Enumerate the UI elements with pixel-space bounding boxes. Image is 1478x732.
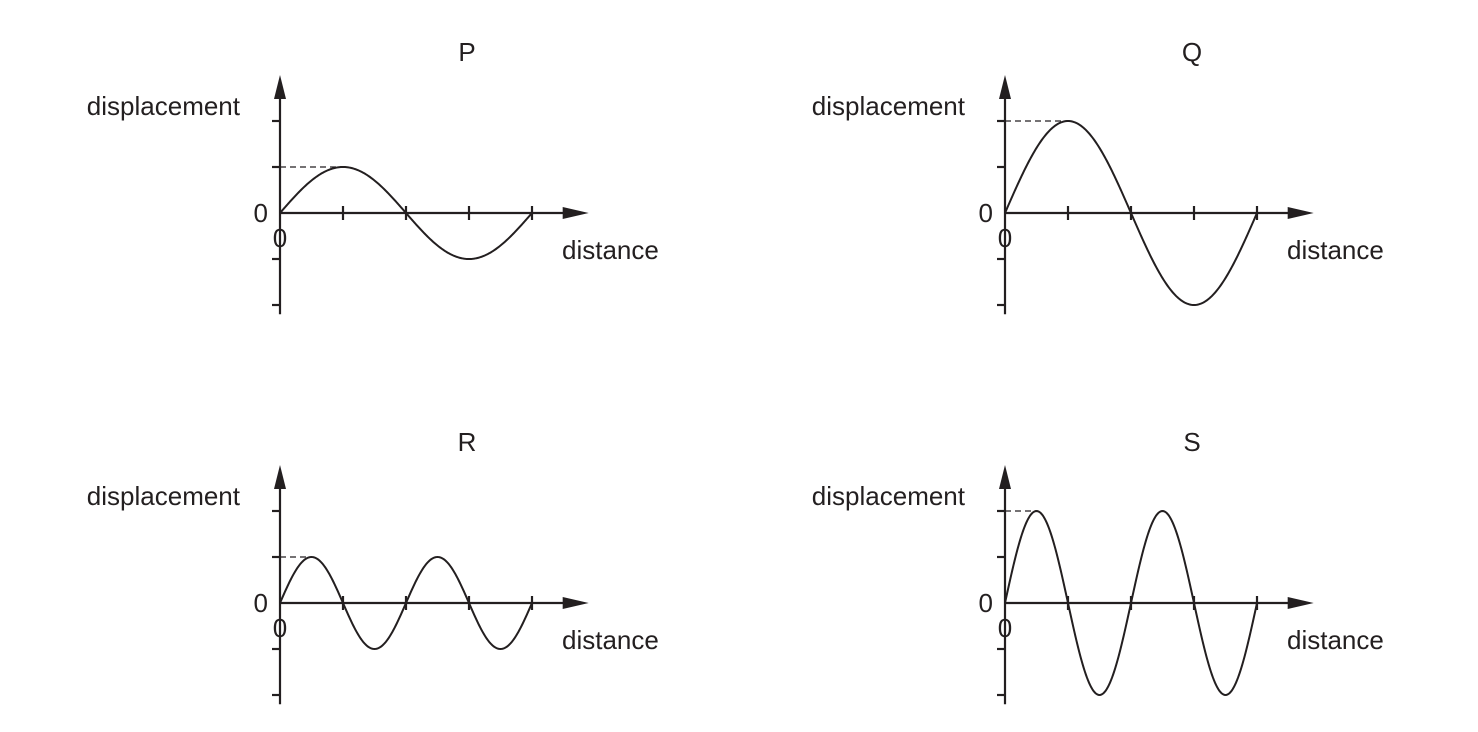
wave-curve — [279, 555, 533, 651]
x-axis-arrowhead — [562, 597, 589, 609]
graph-title: Q — [1182, 37, 1202, 67]
y-axis-arrowhead — [274, 465, 286, 489]
y-axis-label: displacement — [812, 481, 966, 511]
wave-curve — [1004, 119, 1258, 307]
graph-title: S — [1183, 427, 1200, 457]
x-origin-label: 0 — [998, 613, 1012, 643]
x-axis-arrowhead — [562, 207, 589, 219]
wave-curve — [279, 165, 533, 261]
x-axis-label: distance — [562, 235, 659, 265]
x-axis-label: distance — [1287, 625, 1384, 655]
y-axis-arrowhead — [999, 75, 1011, 99]
x-axis-label: distance — [1287, 235, 1384, 265]
y-axis-arrowhead — [999, 465, 1011, 489]
graph-title: P — [458, 37, 475, 67]
y-origin-label: 0 — [979, 198, 993, 228]
y-origin-label: 0 — [254, 588, 268, 618]
y-origin-label: 0 — [254, 198, 268, 228]
graph-title: R — [458, 427, 477, 457]
y-axis-arrowhead — [274, 75, 286, 99]
y-axis-label: displacement — [812, 91, 966, 121]
wave-curve — [1004, 509, 1258, 697]
x-axis-arrowhead — [1287, 597, 1314, 609]
x-origin-label: 0 — [273, 223, 287, 253]
x-axis-arrowhead — [1287, 207, 1314, 219]
y-axis-label: displacement — [87, 91, 241, 121]
x-axis-label: distance — [562, 625, 659, 655]
y-origin-label: 0 — [979, 588, 993, 618]
y-axis-label: displacement — [87, 481, 241, 511]
x-origin-label: 0 — [273, 613, 287, 643]
x-origin-label: 0 — [998, 223, 1012, 253]
